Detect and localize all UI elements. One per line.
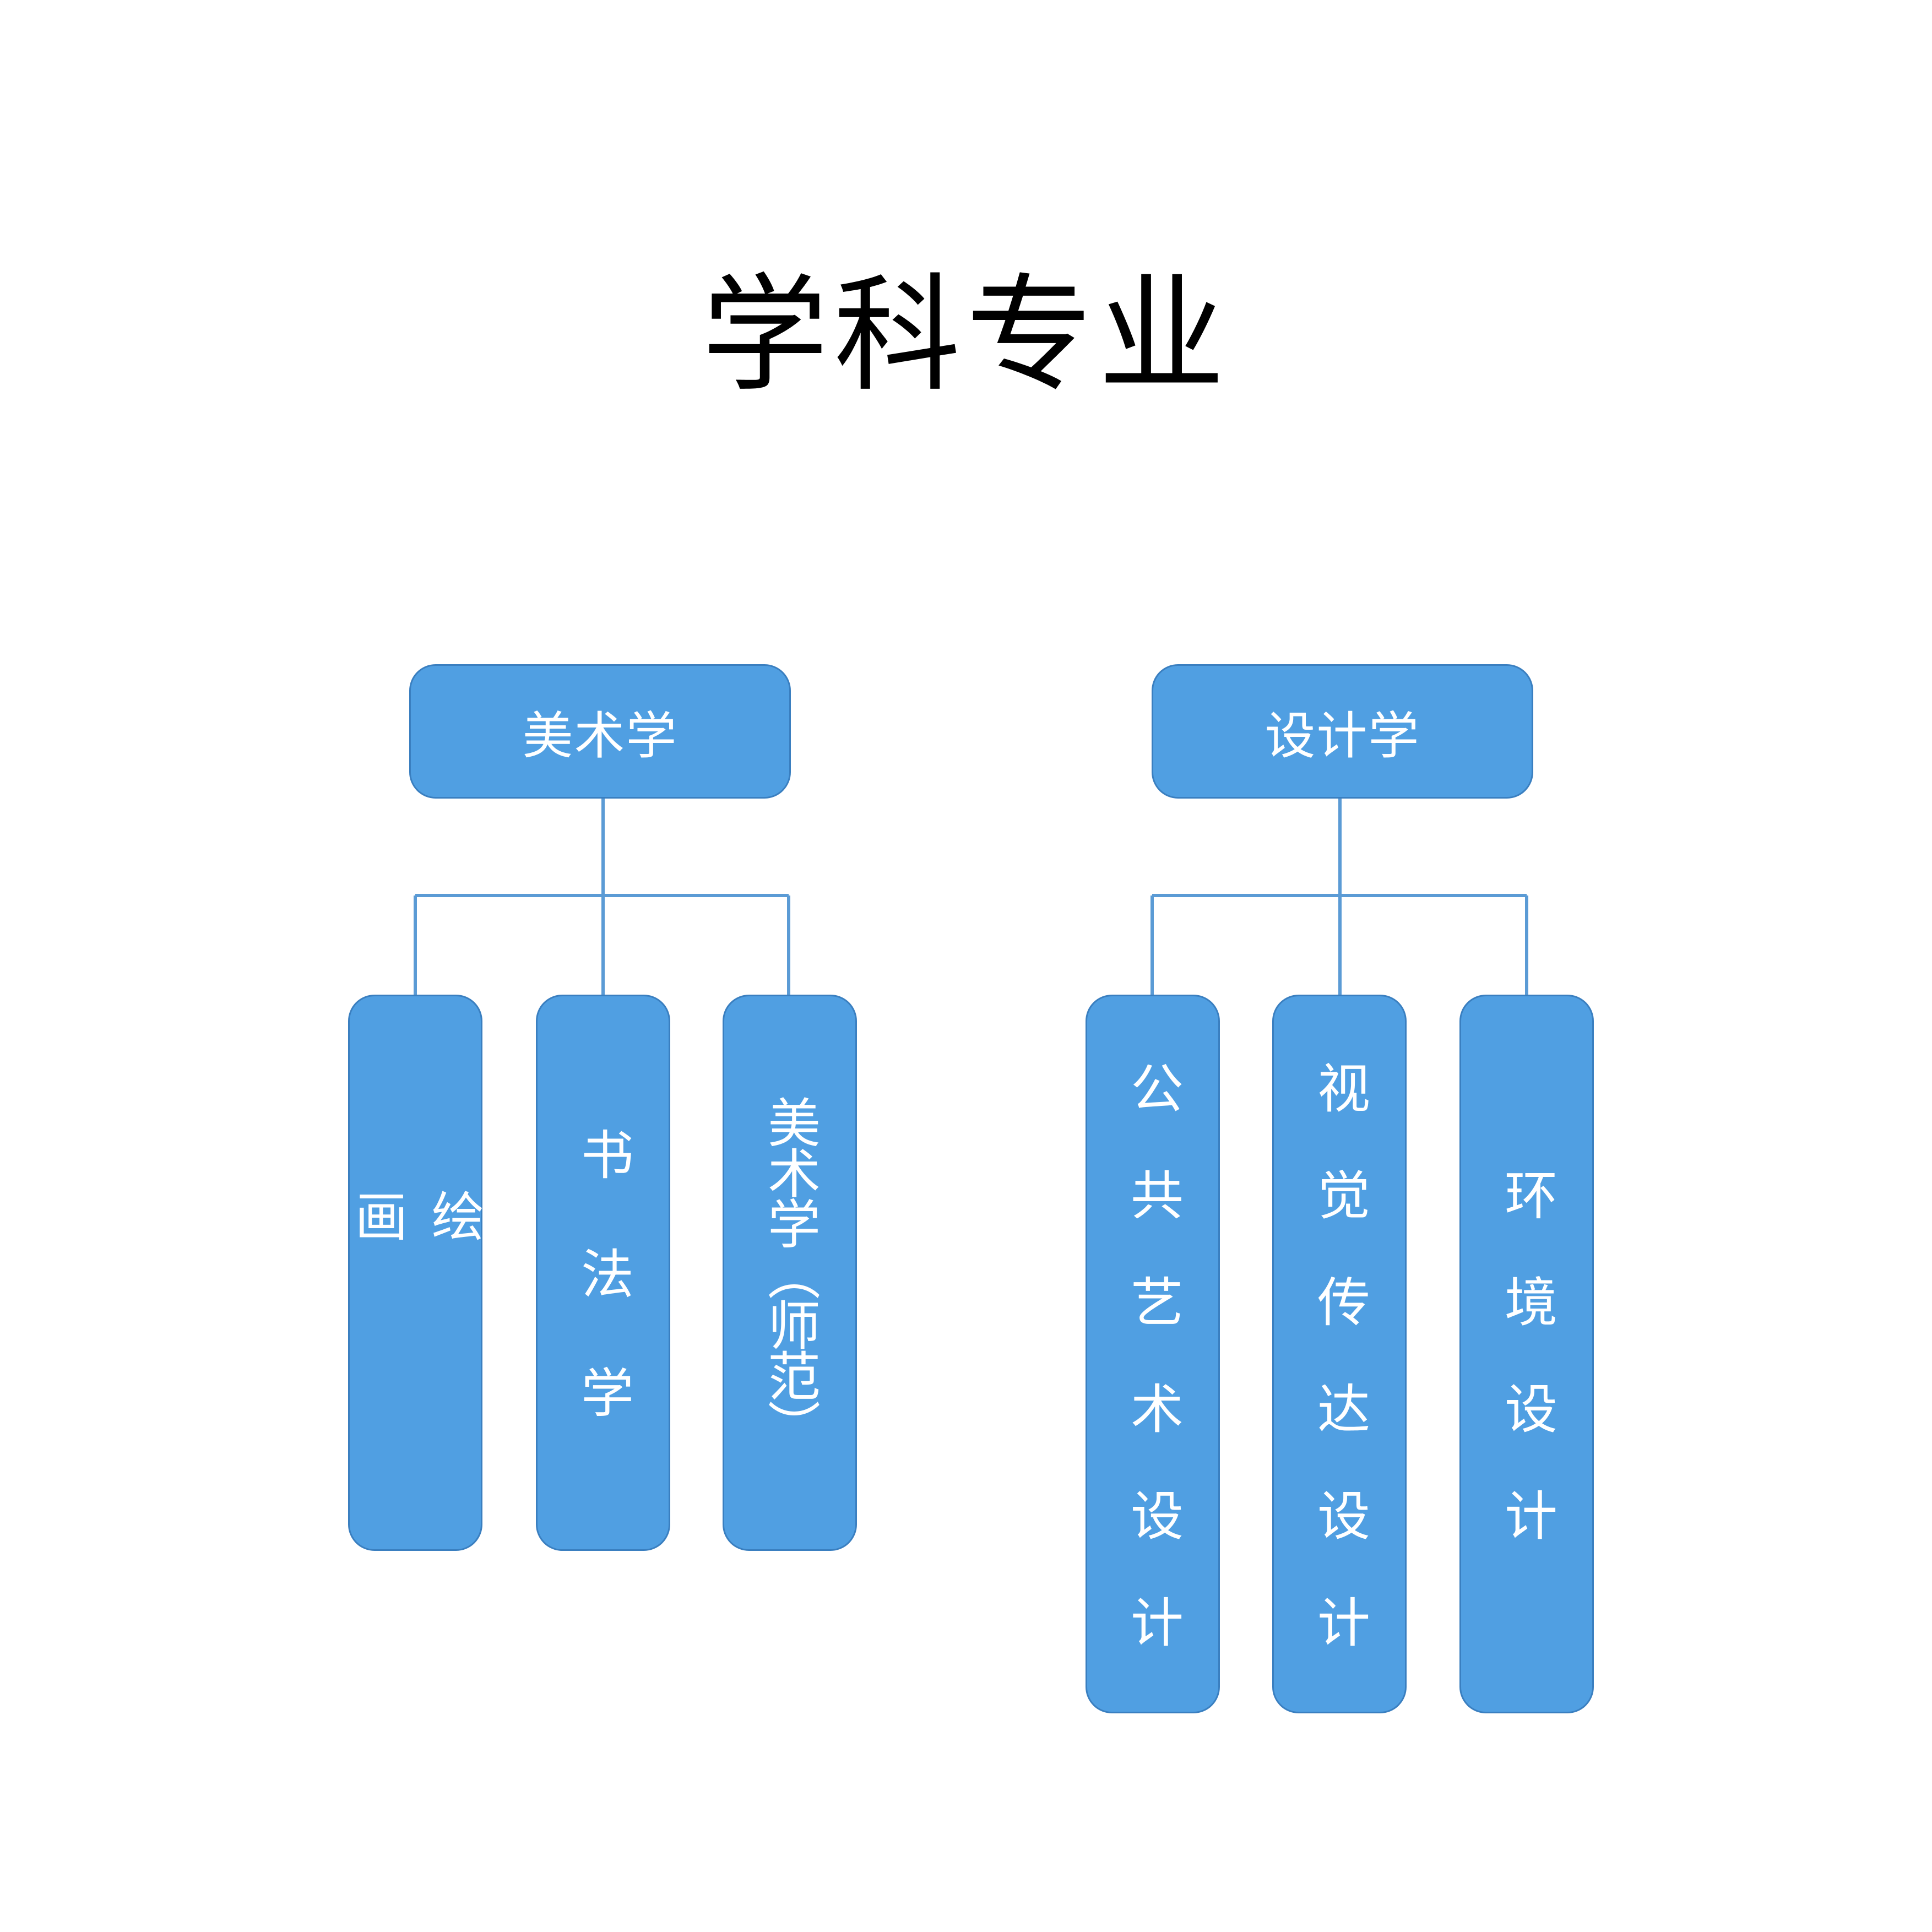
node-label: 视觉传达设计 (1308, 1060, 1370, 1702)
node-label: 绘画 (346, 1189, 484, 1435)
node-meishuxue: 美术学 (409, 664, 791, 799)
node-meishuxue-shifan: 美术学（师范） (723, 995, 857, 1551)
node-huihua: 绘画 (346, 995, 484, 1551)
node-label: 美术学 (522, 706, 678, 766)
node-shijue-chuanda-sheji: 视觉传达设计 (1272, 995, 1407, 1713)
node-shufaxue: 书法学 (536, 995, 670, 1551)
node-label: 公共艺术设计 (1121, 1060, 1184, 1702)
node-label: 环境设计 (1495, 1167, 1557, 1595)
page-title: 学科专业 (701, 262, 1230, 409)
node-shejixue: 设计学 (1152, 664, 1533, 799)
node-huanjing-sheji: 环境设计 (1459, 995, 1594, 1713)
node-label: 书法学 (572, 1127, 634, 1484)
node-gonggong-yishu-sheji: 公共艺术设计 (1086, 995, 1220, 1713)
node-label: 设计学 (1265, 706, 1420, 766)
node-label: 美术学（师范） (758, 1095, 821, 1450)
